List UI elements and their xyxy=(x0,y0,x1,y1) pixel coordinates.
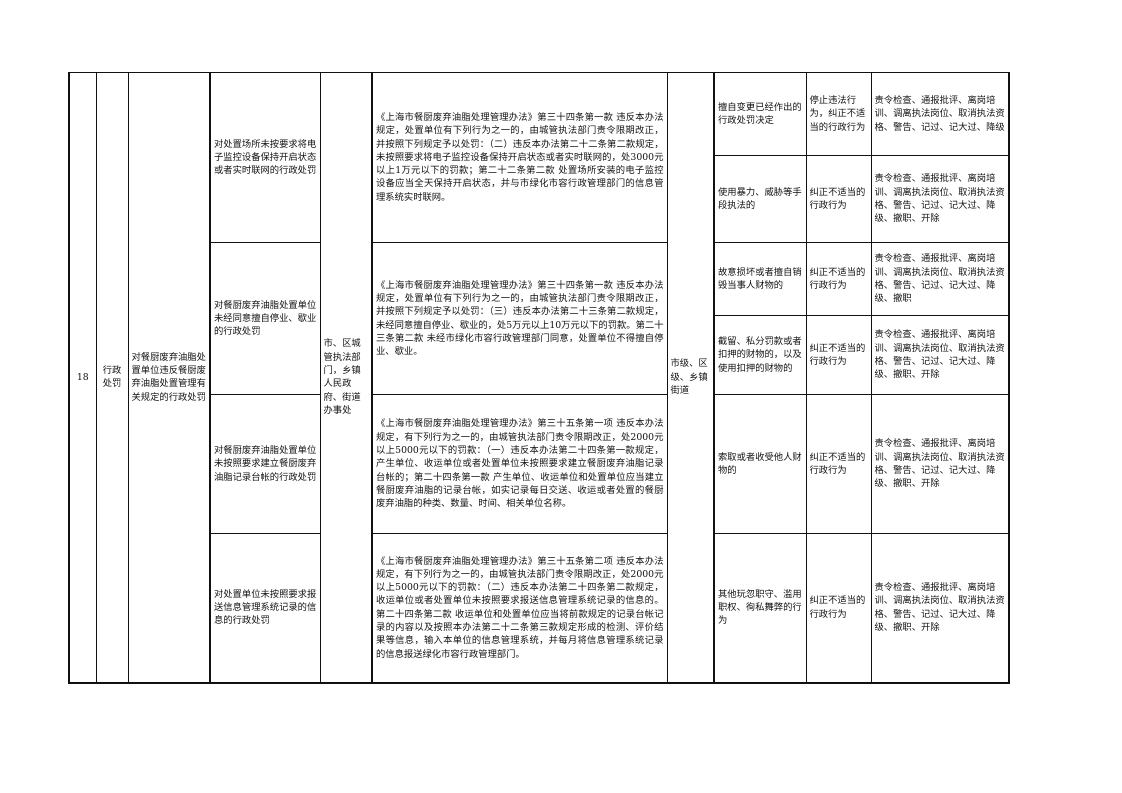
power-list-table: 18 行政处罚 对餐厨废弃油脂处置单位违反餐厨废弃油脂处置管理有关规定的行政处罚… xyxy=(68,72,1010,684)
sub-item-title: 对餐厨废弃油脂处置单位未按照要求建立餐厨废弃油脂记录台帐的行政处罚 xyxy=(209,394,321,534)
legal-basis: 《上海市餐厨废弃油脂处理管理办法》第三十五条第二项 违反本办法规定，有下列行为之… xyxy=(371,533,668,684)
correction-measure: 停止违法行为，纠正不适当的行政行为 xyxy=(805,72,872,156)
accountability-situation: 索取或者收受他人财物的 xyxy=(713,394,807,534)
sub-item-title: 对餐厨废弃油脂处置单位未经同意擅自停业、歇业的行政处罚 xyxy=(209,242,321,395)
legal-basis: 《上海市餐厨废弃油脂处理管理办法》第三十四条第一款 违反本办法规定，处置单位有下… xyxy=(371,72,668,243)
row-number: 18 xyxy=(68,72,97,684)
correction-measure: 纠正不适当的行政行为 xyxy=(805,242,872,316)
correction-measure: 纠正不适当的行政行为 xyxy=(805,394,872,534)
sub-item-title: 对处置单位未按照要求报送信息管理系统记录的信息的行政处罚 xyxy=(209,533,321,684)
row-category: 行政处罚 xyxy=(95,72,129,684)
liability-measure: 责令检查、通报批评、离岗培训、调离执法岗位、取消执法资格、警告、记过、记大过、降… xyxy=(870,72,1010,156)
correction-measure: 纠正不适当的行政行为 xyxy=(805,315,872,395)
accountability-situation: 截留、私分罚款或者扣押的财物的，以及使用扣押的财物的 xyxy=(713,315,807,395)
accountability-situation: 故意损坏或者擅自销毁当事人财物的 xyxy=(713,242,807,316)
main-item: 对餐厨废弃油脂处置单位违反餐厨废弃油脂处置管理有关规定的行政处罚 xyxy=(127,72,211,684)
liability-measure: 责令检查、通报批评、离岗培训、调离执法岗位、取消执法资格、警告、记过、记大过、降… xyxy=(870,242,1010,316)
accountability-situation: 使用暴力、威胁等手段执法的 xyxy=(713,155,807,243)
liability-measure: 责令检查、通报批评、离岗培训、调离执法岗位、取消执法资格、警告、记过、记大过、降… xyxy=(870,315,1010,395)
correction-measure: 纠正不适当的行政行为 xyxy=(805,533,872,684)
accountability-situation: 擅自变更已经作出的行政处罚决定 xyxy=(713,72,807,156)
accountability-situation: 其他玩忽职守、滥用职权、徇私舞弊的行为 xyxy=(713,533,807,684)
legal-basis: 《上海市餐厨废弃油脂处理管理办法》第三十五条第一项 违反本办法规定，有下列行为之… xyxy=(371,394,668,534)
liability-measure: 责令检查、通报批评、离岗培训、调离执法岗位、取消执法资格、警告、记过、记大过、降… xyxy=(870,533,1010,684)
sub-item-title: 对处置场所未按要求将电子监控设备保持开启状态或者实时联网的行政处罚 xyxy=(209,72,321,243)
legal-basis: 《上海市餐厨废弃油脂处理管理办法》第三十四条第一款 违反本办法规定，处置单位有下… xyxy=(371,242,668,395)
enforcement-level: 市级、区级、乡镇街道 xyxy=(666,72,715,684)
correction-measure: 纠正不适当的行政行为 xyxy=(805,155,872,243)
liability-measure: 责令检查、通报批评、离岗培训、调离执法岗位、取消执法资格、警告、记过、记大过、降… xyxy=(870,394,1010,534)
enforcement-agency: 市、区城管执法部门，乡镇人民政府、街道办事处 xyxy=(319,72,373,684)
liability-measure: 责令检查、通报批评、离岗培训、调离执法岗位、取消执法资格、警告、记过、记大过、降… xyxy=(870,155,1010,243)
